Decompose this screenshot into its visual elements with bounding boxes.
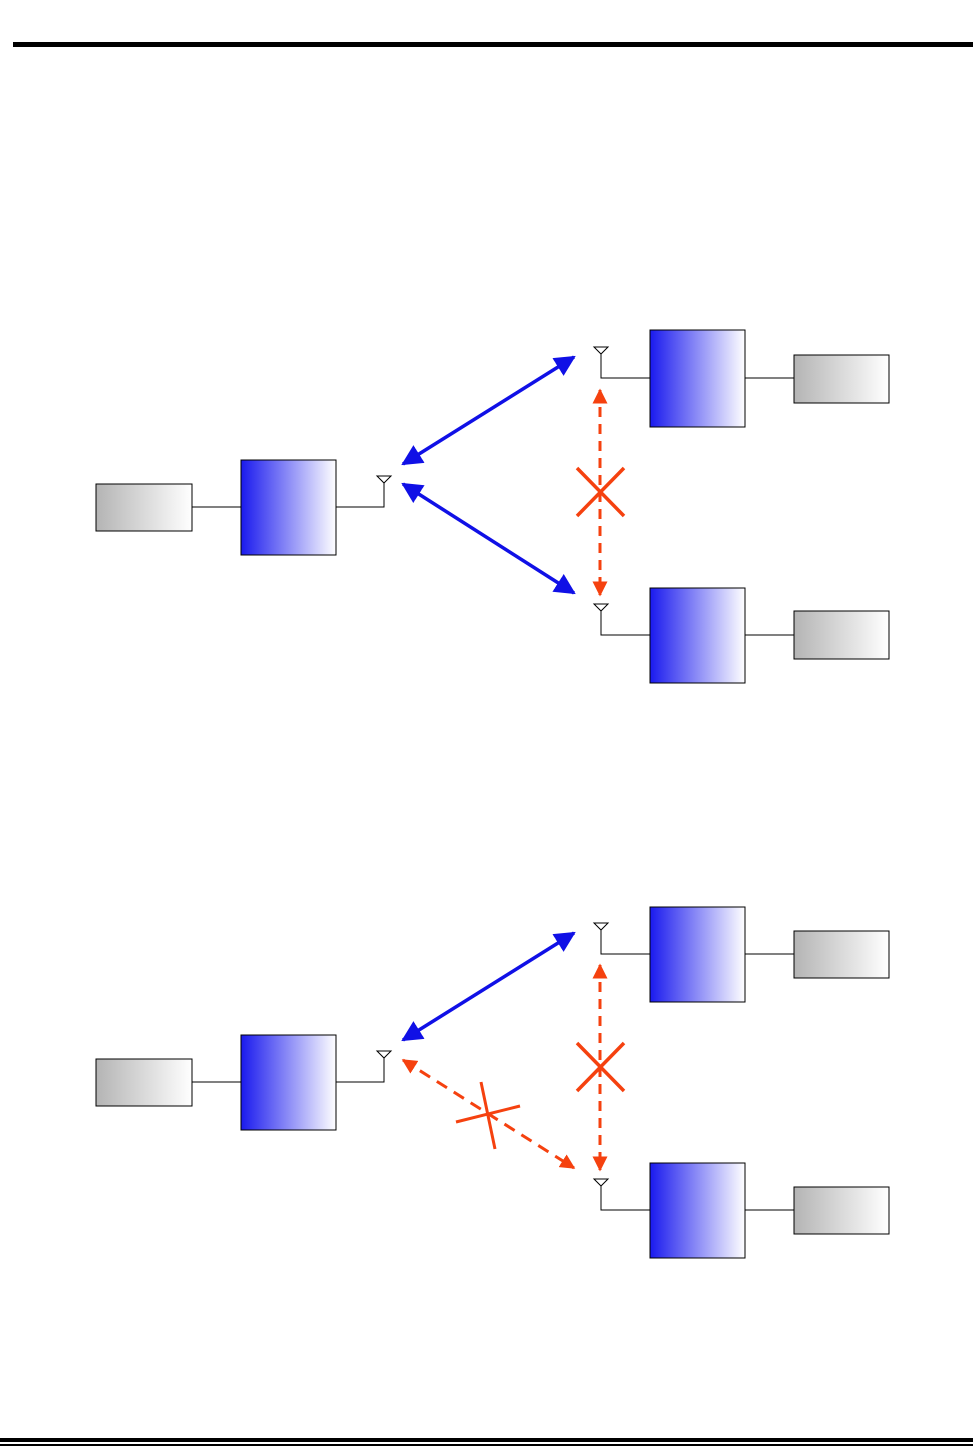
cross-icon: [456, 1082, 520, 1149]
remote-radio-bottom: [650, 588, 745, 683]
link-central-top: [403, 357, 574, 464]
antenna-feed: [601, 1186, 650, 1210]
host-device-top-right: [794, 355, 889, 403]
antenna-icon: [594, 1179, 608, 1186]
host-device-left: [96, 484, 192, 531]
antenna-icon: [377, 476, 391, 483]
host-device-left: [96, 1059, 192, 1106]
link-central-top: [403, 933, 574, 1040]
link-central-bottom: [403, 484, 574, 593]
network-diagram-1: [0, 320, 973, 700]
host-device-bottom-right: [794, 1187, 889, 1234]
antenna-feed: [601, 611, 650, 635]
antenna-icon: [377, 1051, 391, 1058]
host-device-top-right: [794, 931, 889, 978]
network-diagram-2: [0, 895, 973, 1275]
remote-radio-top: [650, 907, 745, 1002]
remote-radio-top: [650, 330, 745, 427]
antenna-feed: [601, 930, 650, 954]
footer-rule: [0, 1438, 973, 1442]
antenna-icon: [594, 347, 608, 354]
antenna-icon: [594, 604, 608, 611]
antenna-feed: [336, 483, 384, 507]
antenna-feed: [601, 354, 650, 378]
host-device-bottom-right: [794, 611, 889, 659]
antenna-icon: [594, 923, 608, 930]
antenna-feed: [336, 1058, 384, 1082]
remote-radio-bottom: [650, 1163, 745, 1258]
header-rule: [13, 42, 973, 47]
central-radio: [241, 460, 336, 555]
central-radio: [241, 1035, 336, 1130]
